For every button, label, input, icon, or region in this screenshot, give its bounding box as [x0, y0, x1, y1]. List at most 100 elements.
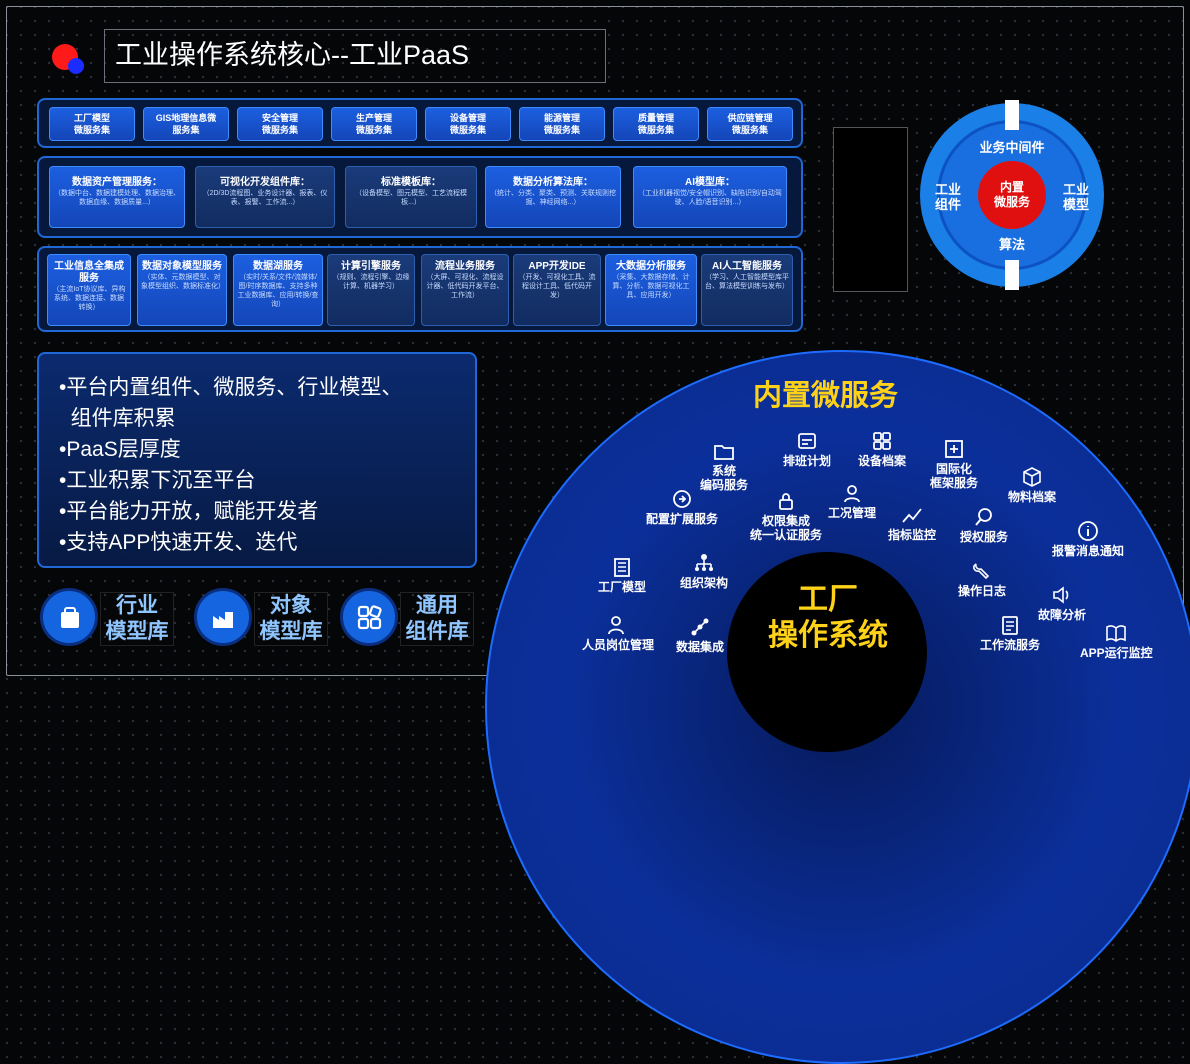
row2-cell: AI模型库： （工业机器视觉/安全帽识别、缺陷识别/自动驾驶、人脸/语音识别...…	[633, 166, 787, 228]
logo-icon	[52, 40, 88, 76]
service-item: 数据集成	[676, 616, 724, 654]
service-item: 报警消息通知	[1052, 520, 1124, 558]
document-icon	[1002, 616, 1018, 635]
cell-desc: （设备模型、图元模型、工艺流程模板...）	[355, 190, 467, 206]
wrench-icon	[973, 563, 990, 580]
cell-name: AI模型库：	[685, 177, 735, 188]
library-row: 数据资产管理服务：（数据中台、数据建模处理、数据治理、数据血缘、数据质量...）…	[37, 156, 803, 238]
service-item: 国际化 框架服务	[930, 438, 978, 490]
cell-name: 大数据分析服务	[616, 261, 686, 272]
service-label: 故障分析	[1038, 608, 1087, 622]
worker-icon	[844, 485, 860, 503]
service-item: APP运行监控	[1080, 622, 1153, 660]
cell-desc: （学习、人工智能模型库平台、算法模型训练与发布）	[705, 274, 789, 290]
row3-cell: 流程业务服务 （大屏、可视化、流程设计器、低代码开发平台、工作流）	[421, 254, 509, 326]
row2-cell: 数据分析算法库： （统计、分类、聚类、预测、关联规则挖掘、神经网络...）	[485, 166, 621, 228]
ring-graphic	[920, 100, 1104, 290]
service-label: 配置扩展服务	[646, 512, 719, 526]
cell-name: 标准模板库：	[381, 177, 441, 188]
plus-box-icon	[945, 440, 963, 458]
service-label: 授权服务	[960, 530, 1009, 544]
row2-cell: 标准模板库： （设备模型、图元模型、工艺流程模板...）	[345, 166, 477, 228]
folder-icon	[714, 445, 734, 460]
service-label: 工厂模型	[598, 580, 647, 594]
cell-desc: （大屏、可视化、流程设计器、低代码开发平台、工作流）	[426, 274, 504, 299]
trend-icon	[902, 508, 922, 523]
row1-cell: 能源管理 微服务集	[519, 107, 605, 141]
cell-name: 流程业务服务	[435, 261, 495, 272]
bullet-item: •平台能力开放，赋能开发者	[59, 500, 319, 523]
service-item: 排班计划	[783, 430, 831, 468]
row1-cell: 安全管理 微服务集	[237, 107, 323, 141]
lock-icon	[779, 493, 793, 510]
ring-bottom-label: 算法	[998, 237, 1025, 252]
speaker-icon	[1053, 586, 1069, 604]
summary-panel: •平台内置组件、微服务、行业模型、 组件库积累•PaaS层厚度•工业积累下沉至平…	[37, 352, 477, 568]
cell-name: 可视化开发组件库：	[220, 177, 310, 188]
ring-diagram	[917, 100, 1107, 290]
row1-cell: 设备管理 微服务集	[425, 107, 511, 141]
service-label: 国际化 框架服务	[930, 462, 979, 490]
factory-icon	[194, 588, 252, 646]
row3-cell: 数据对象模型服务（实体、元数据模型、对象模型组织、数据标准化）	[137, 254, 227, 326]
service-label: 指标监控	[888, 528, 937, 542]
bullet-item: •支持APP快速开发、迭代	[59, 531, 298, 554]
grid-icon	[873, 432, 891, 450]
cell-desc: （实时/关系/文件/流媒体/图/时序数据库、支持多种工业数据库、应用/转换/查询…	[237, 274, 319, 308]
row1-cell: GIS地理信息微 服务集	[143, 107, 229, 141]
cell-desc: （开发、可视化工具、流程设计工具、低代码开发）	[518, 274, 596, 299]
cell-name: APP开发IDE	[528, 261, 586, 272]
service-item: 工厂模型	[598, 556, 646, 594]
cell-name: AI人工智能服务	[712, 261, 782, 272]
row3-cell: APP开发IDE （开发、可视化工具、流程设计工具、低代码开发）	[513, 254, 601, 326]
row1-cell: 工厂模型 微服务集	[49, 107, 135, 141]
core-label: 工厂 操作系统	[768, 583, 888, 652]
org-icon	[695, 554, 713, 571]
service-label: 排班计划	[783, 454, 832, 468]
cell-name: 计算引擎服务	[341, 261, 401, 272]
cell-name: 数据分析算法库：	[513, 177, 593, 188]
service-item: 人员岗位管理	[582, 614, 654, 652]
info-icon	[1078, 521, 1098, 541]
service-label: 物料档案	[1008, 490, 1057, 504]
service-label: 权限集成 统一认证服务	[750, 514, 823, 542]
cell-desc: （工业机器视觉/安全帽识别、缺陷识别/自动驾驶、人脸/语音识别...）	[638, 190, 782, 206]
service-item: 指标监控	[888, 504, 936, 542]
dome-title: 内置微服务	[753, 380, 899, 412]
cell-name: 数据湖服务	[253, 261, 303, 272]
cell-desc: （采集、大数据存储、计算、分析、数据可视化工具、应用开发）	[612, 274, 690, 299]
link-icon	[691, 618, 709, 636]
basket-icon	[40, 588, 98, 646]
magnifier-icon	[975, 508, 992, 526]
service-item: 授权服务	[960, 506, 1008, 544]
calendar-icon	[798, 433, 816, 449]
platform-service-row: 工业信息全集成服务（主流IoT协议库、异构系统、数据连接、数据转换） 数据对象模型…	[37, 246, 803, 332]
service-label: 数据集成	[676, 640, 725, 654]
service-label: 设备档案	[858, 454, 907, 468]
ring-top-label: 业务中间件	[979, 140, 1045, 155]
cell-desc: （实体、元数据模型、对象模型组织、数据标准化）	[141, 274, 225, 290]
cell-desc: （规则、流程引擎、边缘计算、机器学习）	[332, 274, 410, 290]
cell-name: 数据资产管理服务：	[72, 177, 162, 188]
bullet-item: •工业积累下沉至平台	[59, 469, 256, 492]
ring-center-label: 内置 微服务	[993, 180, 1030, 209]
service-label: 工况管理	[828, 506, 877, 520]
cell-name: 工业信息全集成服务	[54, 261, 124, 284]
service-item: 工况管理	[828, 482, 876, 520]
service-label: 操作日志	[958, 584, 1007, 598]
service-label: 人员岗位管理	[582, 638, 655, 652]
row2-cell: 可视化开发组件库： （2D/3D流程图、业务设计器、报表、仪表、报警、工作流...…	[195, 166, 335, 228]
cell-desc: （统计、分类、聚类、预测、关联规则挖掘、神经网络...）	[490, 190, 616, 206]
cell-desc: （主流IoT协议库、异构系统、数据连接、数据转换）	[52, 286, 126, 311]
book-icon	[1106, 625, 1127, 642]
row1-cell: 质量管理 微服务集	[613, 107, 699, 141]
service-item: 物料档案	[1008, 466, 1056, 504]
service-item: 工作流服务	[980, 614, 1040, 652]
service-label: APP运行监控	[1080, 646, 1153, 660]
service-item: 组织架构	[680, 552, 728, 590]
cell-desc: （2D/3D流程图、业务设计器、报表、仪表、报警、工作流...）	[202, 190, 328, 206]
arrow-circle-icon	[673, 490, 691, 508]
service-label: 工作流服务	[980, 638, 1041, 652]
service-label: 组织架构	[680, 576, 729, 590]
